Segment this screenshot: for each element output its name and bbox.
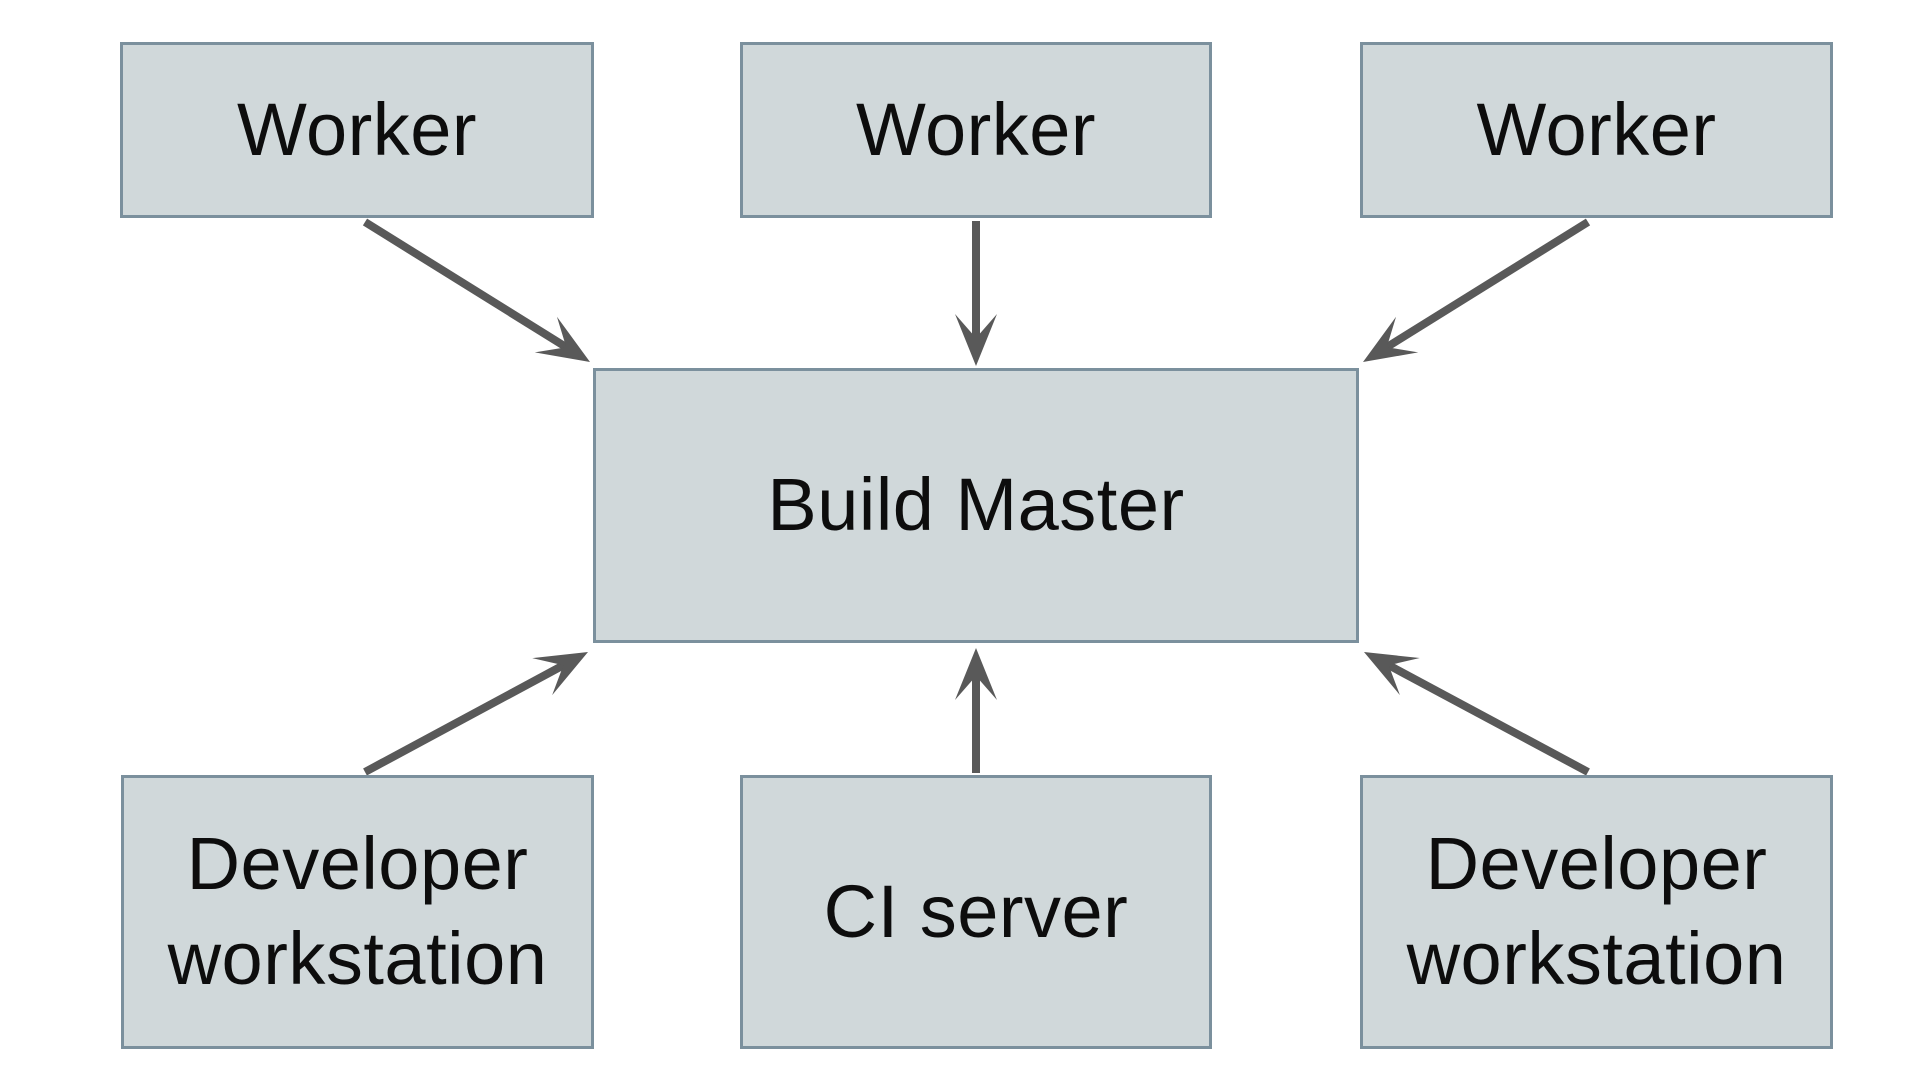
arrow-devRight-to-buildMaster xyxy=(1363,652,1590,776)
arrow-worker1-to-buildMaster xyxy=(362,218,590,363)
node-worker-2: Worker xyxy=(740,42,1212,218)
node-worker-2-label: Worker xyxy=(855,87,1097,171)
node-worker-1-label: Worker xyxy=(236,87,478,171)
node-build-master-label: Build Master xyxy=(767,463,1185,547)
node-worker-3-label: Worker xyxy=(1476,87,1717,171)
node-developer-workstation-right-label: Developer workstation xyxy=(1406,822,1787,1000)
node-worker-3: Worker xyxy=(1360,42,1833,218)
node-worker-1: Worker xyxy=(120,42,594,218)
arrow-worker3-to-buildMaster xyxy=(1362,218,1591,363)
node-developer-workstation-right: Developer workstation xyxy=(1360,775,1833,1049)
node-ci-server: CI server xyxy=(740,775,1212,1049)
node-developer-workstation-left-label: Developer workstation xyxy=(167,822,548,1000)
node-developer-workstation-left: Developer workstation xyxy=(121,775,594,1049)
node-ci-server-label: CI server xyxy=(823,869,1129,953)
node-build-master: Build Master xyxy=(593,368,1359,643)
arrow-devLeft-to-buildMaster xyxy=(363,652,588,776)
